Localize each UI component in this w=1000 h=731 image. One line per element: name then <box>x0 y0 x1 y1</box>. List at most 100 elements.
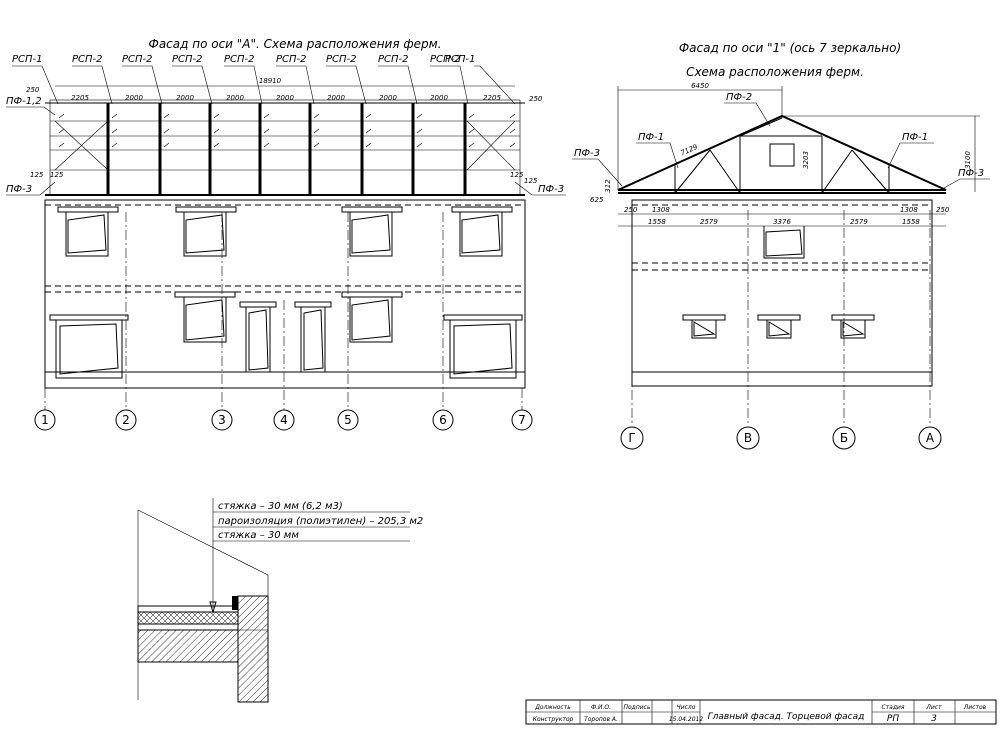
dim: 2000 <box>226 94 244 102</box>
dim: 2000 <box>379 94 397 102</box>
tb-date: 15.04.2012 <box>669 716 704 723</box>
window <box>449 320 517 379</box>
attic-vent <box>769 143 795 167</box>
tb-name: Торопов А. <box>584 716 618 723</box>
title-block: Должность Ф.И.О. Подпись Число Стадия Ли… <box>525 699 997 725</box>
window-sill <box>174 291 236 298</box>
slab <box>137 629 239 663</box>
tb-header: Ф.И.О. <box>591 704 611 711</box>
label-pf12: ПФ-1,2 <box>6 96 42 107</box>
axis-marker <box>832 426 856 450</box>
dim-125: 125 <box>50 171 64 179</box>
axis-label: 7 <box>518 413 526 427</box>
tb-header: Подпись <box>624 704 651 711</box>
dim-3100: 3100 <box>964 151 972 169</box>
side-facade-subtitle: Схема расположения ферм. <box>686 65 864 79</box>
end-wall <box>631 199 933 387</box>
window-sill <box>341 291 403 298</box>
brace <box>54 120 109 171</box>
label-rsp2: РСП-2 <box>378 54 409 65</box>
axis-label: В <box>744 431 752 445</box>
tb-role: Конструктор <box>533 716 574 723</box>
dim: 1558 <box>902 218 920 226</box>
axis-label: 5 <box>344 413 352 427</box>
dim: 1308 <box>652 206 670 214</box>
window-sill <box>831 314 875 321</box>
window-sill <box>57 206 119 213</box>
label-pf3-right: ПФ-3 <box>538 184 564 195</box>
window <box>763 226 805 259</box>
front-facade: Фасад по оси "А". Схема расположения фер… <box>6 37 566 431</box>
dim: 2000 <box>327 94 345 102</box>
parapet-edge <box>232 596 238 610</box>
label-pf3-left: ПФ-3 <box>6 184 32 195</box>
label-pf3-left: ПФ-3 <box>574 148 600 159</box>
tb-header: Стадия <box>881 704 904 711</box>
axis-label: 2 <box>122 413 130 427</box>
truss-scheme-outline <box>49 99 521 196</box>
dim: 250 <box>936 206 950 214</box>
door-head <box>294 301 332 308</box>
truss-web <box>674 117 890 194</box>
upper-windows <box>57 206 513 257</box>
spec-text: стяжка – 30 мм <box>218 530 299 541</box>
window <box>65 212 109 257</box>
dim: 1308 <box>900 206 918 214</box>
front-axis-lines <box>44 212 523 410</box>
slope-line <box>137 509 269 576</box>
label-pf1-right: ПФ-1 <box>902 132 928 143</box>
screed-layer <box>137 605 239 613</box>
label-rsp1-left: РСП-1 <box>12 54 43 65</box>
leader <box>887 142 934 169</box>
tb-stage: РП <box>887 714 899 724</box>
label-pf3-right: ПФ-3 <box>958 168 984 179</box>
floor-detail: стяжка – 30 мм (6,2 м3) пароизоляция (по… <box>137 498 423 703</box>
side-axis-markers: Г В Б А <box>620 426 942 450</box>
label-rsp2: РСП-2 <box>276 54 307 65</box>
tb-header: Лист <box>925 704 942 711</box>
dim: 1558 <box>648 218 666 226</box>
axis-label: 6 <box>439 413 447 427</box>
door <box>300 307 326 373</box>
window-sill <box>341 206 403 213</box>
lower-openings <box>49 291 523 379</box>
axis-label: Б <box>840 431 848 445</box>
truss-verticals <box>106 103 467 195</box>
label-rsp2: РСП-2 <box>224 54 255 65</box>
dim: 250 <box>624 206 638 214</box>
brace <box>466 120 516 171</box>
leader <box>514 181 566 196</box>
leader-arrow <box>209 601 217 614</box>
tb-header: Число <box>677 704 696 711</box>
tb-header: Должность <box>534 704 571 711</box>
side-facade-title: Фасад по оси "1" (ось 7 зеркально) <box>679 41 901 55</box>
dim: 2579 <box>700 218 718 226</box>
window <box>349 212 393 257</box>
screed-layer <box>137 623 239 631</box>
window-sill <box>682 314 726 321</box>
window <box>691 320 717 339</box>
window-sill <box>451 206 513 213</box>
dim-3203: 3203 <box>802 151 810 169</box>
leader <box>724 102 771 127</box>
side-axis-lines <box>631 210 931 425</box>
label-rsp2: РСП-2 <box>326 54 357 65</box>
leader <box>6 106 56 116</box>
label-rsp2: РСП-2 <box>72 54 103 65</box>
dim-312: 312 <box>604 179 612 193</box>
axis-marker <box>115 409 137 431</box>
label-pf2: ПФ-2 <box>726 92 752 103</box>
label-rsp2: РСП-2 <box>122 54 153 65</box>
axis-label: 3 <box>218 413 226 427</box>
dim: 2000 <box>176 94 194 102</box>
axis-marker <box>34 409 56 431</box>
spec-text: стяжка – 30 мм (6,2 м3) <box>218 501 343 512</box>
dim: 2205 <box>71 94 89 102</box>
dim: 2000 <box>276 94 294 102</box>
front-axis-markers: 1 2 3 4 5 6 7 <box>34 409 533 431</box>
label-rsp2: РСП-2 <box>430 54 461 65</box>
dim-125: 125 <box>510 171 524 179</box>
door <box>245 307 271 373</box>
facade-wall <box>44 199 526 389</box>
dim: 3376 <box>773 218 791 226</box>
